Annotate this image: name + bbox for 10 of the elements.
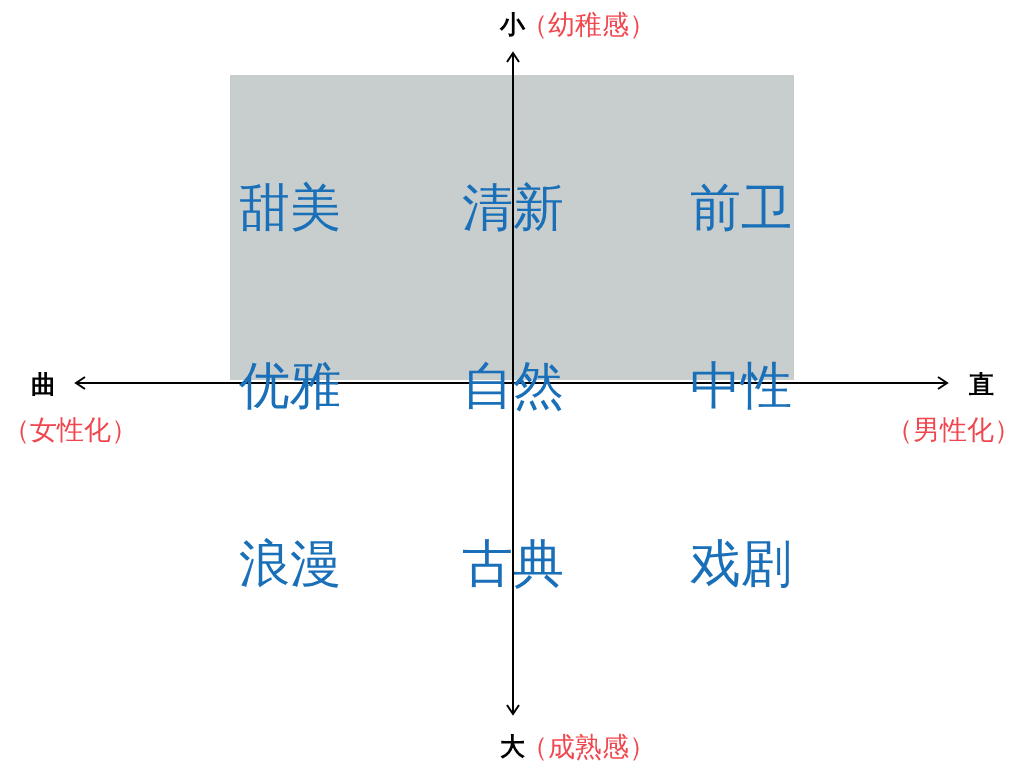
axis-caption: （女性化） [2,415,138,443]
style-label: 浪漫 [239,537,341,589]
style-label: 戏剧 [690,537,792,589]
style-label: 古典 [462,537,564,589]
axis-label: 直 [968,371,994,397]
style-label: 清新 [462,181,564,233]
axis-label: 曲 [30,371,56,397]
axis-caption: （男性化） [885,415,1021,443]
style-label: 前卫 [690,181,792,233]
style-label: 甜美 [239,181,341,233]
